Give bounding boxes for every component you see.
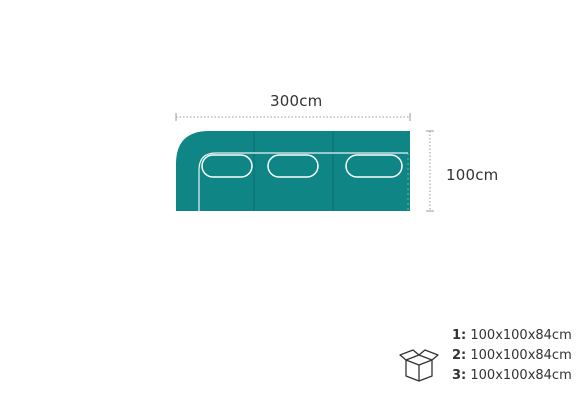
- open-box-icon: [399, 349, 439, 382]
- package-size: 100x100x84cm: [466, 348, 572, 363]
- package-list: 1: 100x100x84cm 2: 100x100x84cm 3: 100x1…: [452, 326, 572, 386]
- width-dimension-ticks: [175, 113, 411, 121]
- sofa-body: [176, 131, 410, 211]
- depth-dimension-ticks: [426, 130, 434, 212]
- seat-cushion: [345, 154, 403, 178]
- package-size: 100x100x84cm: [466, 368, 572, 383]
- seat-cushion: [201, 154, 253, 178]
- corner-module: [176, 131, 254, 211]
- middle-module: [254, 131, 333, 211]
- width-dimension-label: 300cm: [270, 92, 323, 110]
- end-module: [333, 131, 410, 211]
- depth-dimension-label: 100cm: [446, 166, 499, 184]
- package-row: 1: 100x100x84cm: [452, 326, 572, 346]
- seat-cushion: [267, 154, 319, 178]
- package-row: 2: 100x100x84cm: [452, 346, 572, 366]
- package-size: 100x100x84cm: [466, 328, 572, 343]
- package-number: 3:: [452, 368, 467, 383]
- package-number: 2:: [452, 348, 467, 363]
- package-row: 3: 100x100x84cm: [452, 366, 572, 386]
- backrest-outline: [198, 152, 408, 211]
- package-number: 1:: [452, 328, 467, 343]
